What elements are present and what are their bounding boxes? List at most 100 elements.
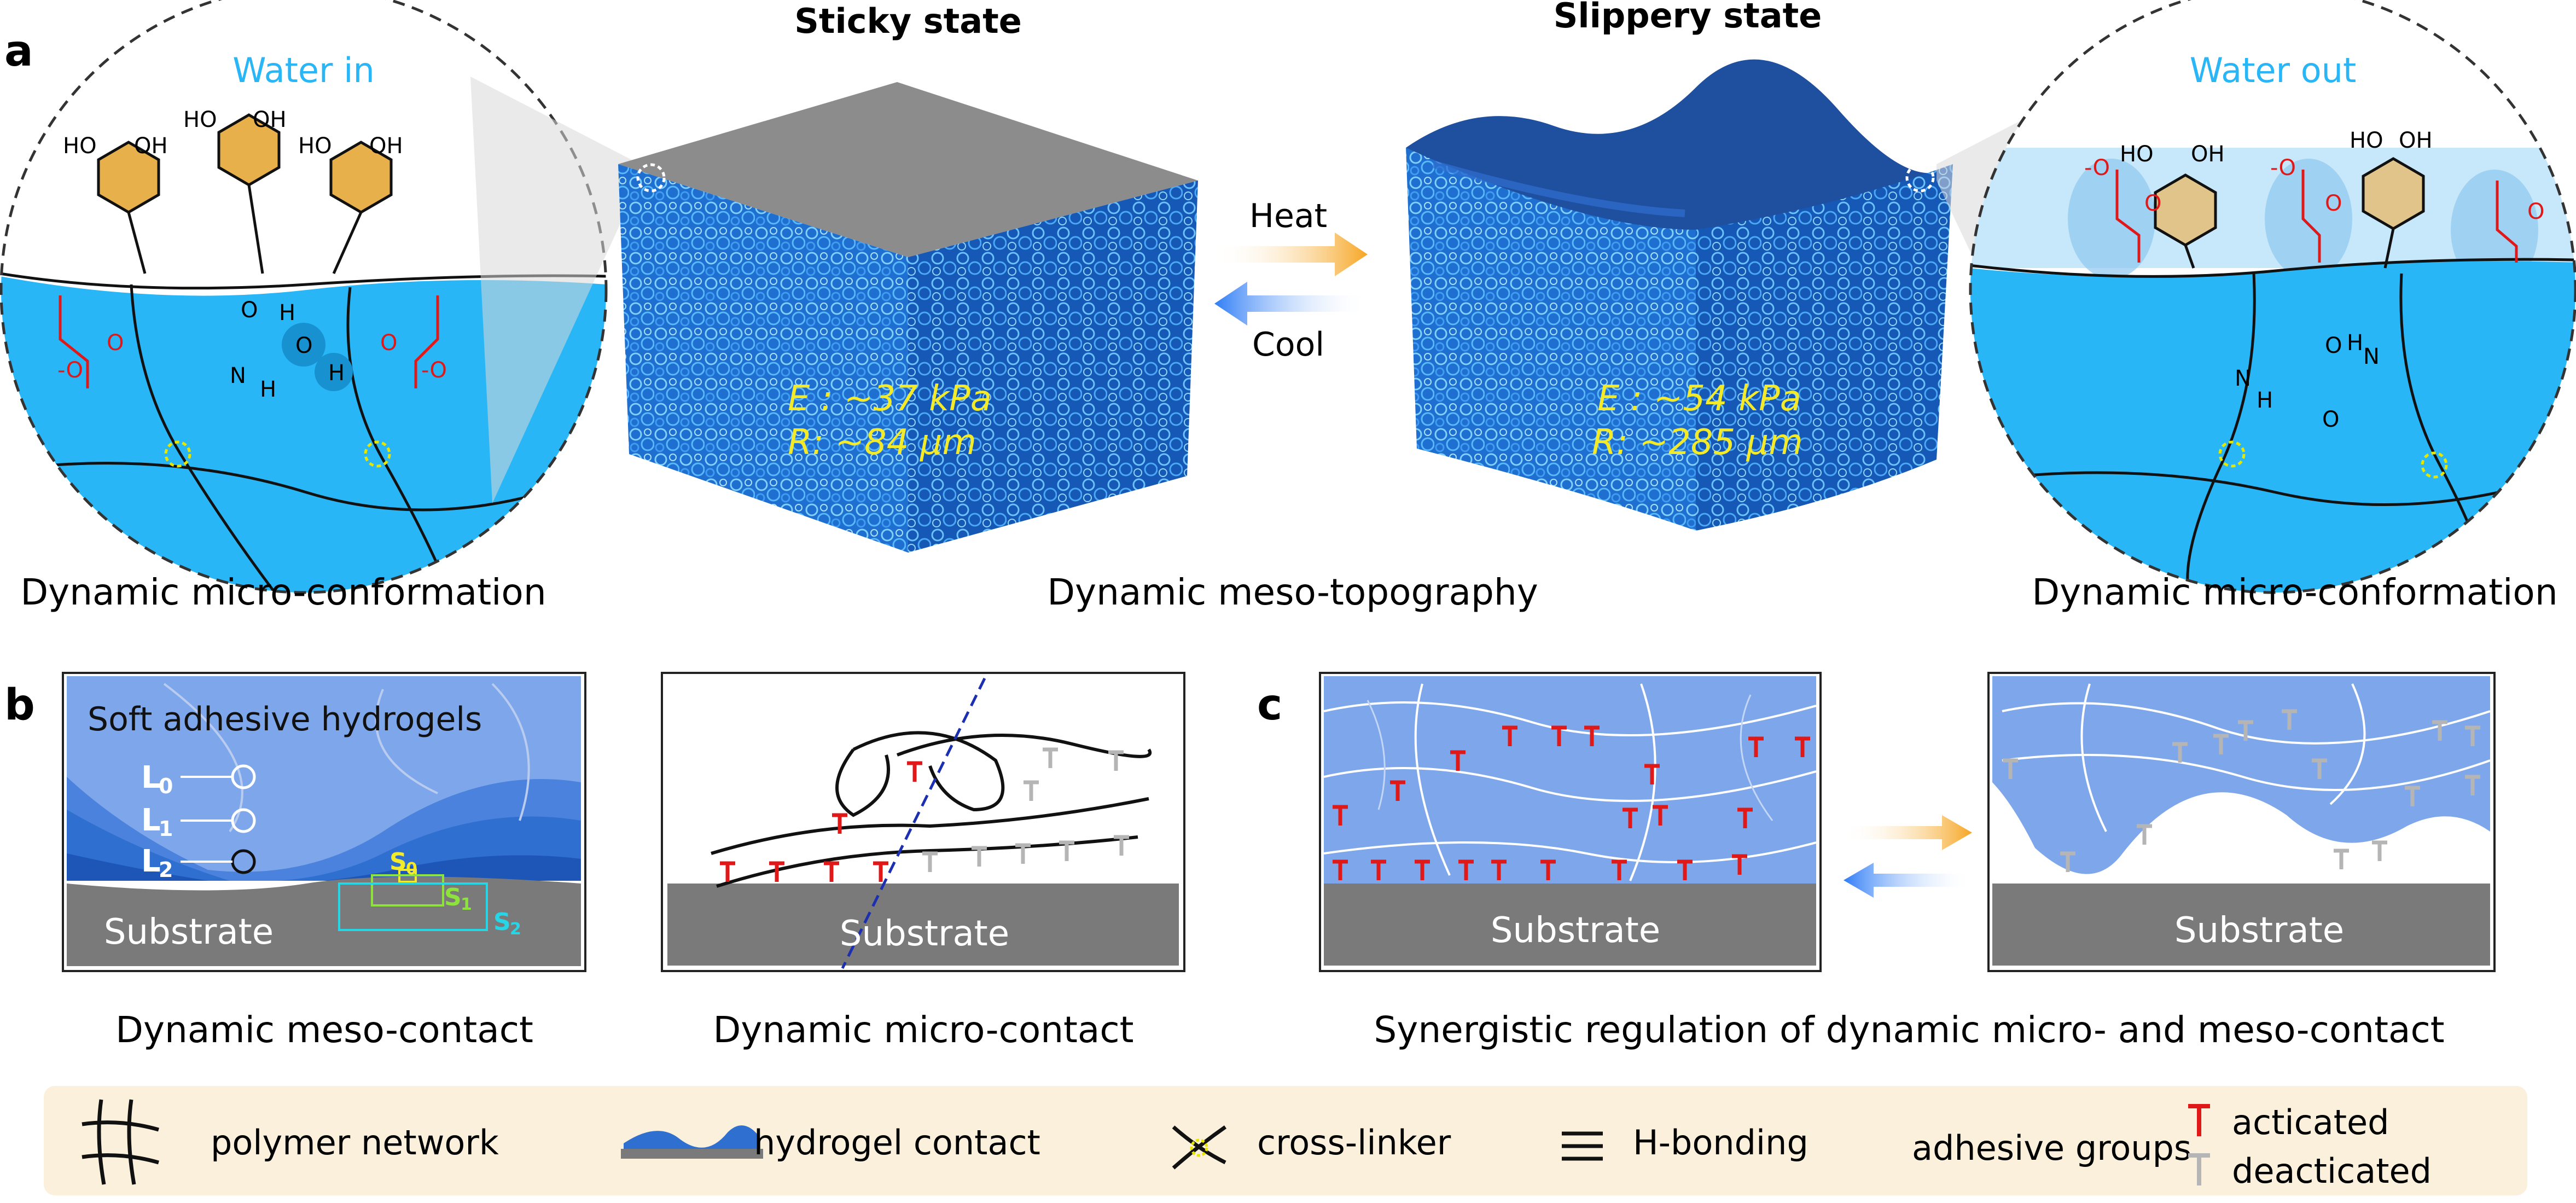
adhesive-group-deactivated: [2238, 720, 2253, 741]
adhesive-group-deactivated: [2137, 824, 2152, 845]
adhesive-group-deactivated: [2405, 786, 2420, 806]
chem-label-o: O: [2325, 191, 2342, 216]
adhesive-group-deactivated: [2465, 725, 2480, 746]
adhesive-group-deactivated: [2312, 758, 2327, 779]
chem-label-n: N: [230, 363, 246, 388]
legend-adhesive-groups: adhesive groups: [1912, 1128, 2191, 1168]
water-out-label: Water out: [2190, 50, 2357, 90]
caption-micro-contact: Dynamic micro-contact: [713, 1009, 1133, 1051]
slippery-radius: R: ~285 μm: [1592, 422, 1803, 463]
adhesive-group-activated: [873, 861, 888, 882]
polymer-network-icon: [82, 1099, 159, 1185]
adhesive-group-activated: [1371, 859, 1386, 880]
panel-label-c: c: [1257, 681, 1282, 730]
substrate-label-b1: Substrate: [104, 912, 274, 952]
adhesive-group-deactivated: [2282, 709, 2297, 730]
synergistic-slippery-panel: Substrate: [1987, 672, 2496, 972]
adhesive-group-deactivated: [2432, 720, 2447, 741]
adhesive-group-activated: [769, 861, 784, 882]
panel-label-b: b: [4, 681, 35, 730]
slippery-deactivated-groups: [2003, 709, 2480, 872]
cool-arrow-c: [1844, 863, 1972, 898]
chem-label-o: O: [2144, 191, 2161, 216]
slippery-state-cube: [1406, 59, 1953, 531]
caption-synergistic-regulation: Synergistic regulation of dynamic micro-…: [1374, 1009, 2444, 1051]
adhesive-group-deactivated: [2465, 775, 2480, 795]
water-region: [1, 276, 606, 592]
cross-linker-icon: [1172, 1125, 1227, 1170]
adhesive-group-deactivated: [1024, 780, 1039, 801]
heat-arrow: [1214, 233, 1368, 276]
substrate-label-c1: Substrate: [1491, 910, 1660, 951]
water-in-label: Water in: [232, 50, 375, 90]
chem-label-h: H: [328, 361, 345, 386]
caption-left-micro-conformation: Dynamic micro-conformation: [20, 571, 546, 613]
adhesive-group-deactivated: [2172, 742, 2188, 763]
chem-label-o: O: [2325, 333, 2342, 358]
h-bonding-icon: [1562, 1131, 1603, 1161]
substrate-label-b2: Substrate: [840, 914, 1009, 954]
legend-hydrogel-contact: hydrogel contact: [754, 1123, 1040, 1163]
adhesive-group-deactivated: [2060, 851, 2075, 872]
chem-label-oh: OH: [134, 133, 168, 159]
chem-label-oh: OH: [2399, 128, 2433, 153]
chem-label-oh: OH: [253, 107, 287, 132]
adhesive-group-activated: [1623, 807, 1638, 828]
level-label-1: L: [141, 803, 161, 838]
adhesive-group-activated: [1732, 854, 1747, 875]
level-label-2: L: [141, 844, 161, 879]
adhesive-group-activated: [1491, 859, 1507, 880]
chem-label-ho: HO: [2350, 128, 2383, 153]
level-label-0: L: [141, 760, 161, 795]
heat-arrow-c: [1844, 815, 1972, 850]
heat-cool-switch: Heat Cool: [1214, 197, 1368, 364]
adhesive-group-deactivated: [2372, 840, 2387, 861]
adhesive-group-activated: [1677, 859, 1693, 880]
s-label-1: S: [444, 884, 462, 911]
heat-label: Heat: [1249, 197, 1327, 235]
sticky-radius: R: ~84 μm: [788, 422, 976, 463]
adhesive-group-activated: [1644, 764, 1660, 784]
adhesive-group-activated: [1584, 725, 1600, 746]
adhesive-group-deactivated: [1114, 835, 1129, 856]
chem-label-h: H: [260, 377, 276, 402]
legend-bar: polymer network hydrogel contact cross-l…: [44, 1086, 2527, 1195]
adhesive-group-deactivated: [2003, 758, 2018, 779]
sticky-state-cube: [618, 82, 1198, 553]
chem-label-oh: OH: [369, 133, 403, 159]
chem-label-o: O: [295, 333, 312, 358]
zoom-cone-left: [470, 77, 640, 503]
chem-label-o: O: [2527, 199, 2544, 224]
deactivated-group-icon: [2188, 1153, 2210, 1185]
adhesive-group-activated: [720, 861, 735, 882]
chem-label-o: O: [2322, 407, 2339, 432]
cool-label: Cool: [1252, 326, 1324, 364]
chem-label-o: O: [380, 330, 397, 356]
chem-label-h: H: [2347, 330, 2363, 356]
chem-label-n: N: [2235, 366, 2251, 391]
adhesive-group-activated: [832, 813, 847, 834]
level-sub-2: 2: [159, 858, 173, 882]
chem-label-o-minus: -O: [421, 358, 447, 383]
micro-contact-panel: Substrate: [661, 672, 1185, 972]
chem-label-o-minus: -O: [57, 358, 83, 383]
chem-label-n: N: [2363, 344, 2380, 369]
slippery-state-title: Slippery state: [1554, 0, 1822, 36]
adhesive-group-activated: [1795, 736, 1810, 757]
s-sub-1: 1: [461, 895, 472, 914]
sticky-modulus: E : ~37 kPa: [788, 379, 992, 419]
legend-polymer-network: polymer network: [211, 1123, 499, 1163]
level-sub-0: 0: [159, 774, 173, 798]
level-sub-1: 1: [159, 817, 173, 841]
legend-activated: acticated: [2232, 1102, 2389, 1142]
hydrogel-contact-icon: [621, 1125, 763, 1159]
adhesive-group-deactivated: [1059, 840, 1074, 861]
adhesive-group-activated: [1540, 859, 1556, 880]
meso-contact-panel: Soft adhesive hydrogels L 0 L 1 L 2 S 0 …: [62, 672, 586, 972]
s-label-2: S: [493, 908, 511, 936]
caption-right-micro-conformation: Dynamic micro-conformation: [2032, 571, 2557, 613]
adhesive-group-activated: [1333, 859, 1348, 880]
adhesive-group-activated: [1502, 725, 1517, 746]
s-sub-0: 0: [406, 859, 417, 879]
caption-meso-contact: Dynamic meso-contact: [115, 1009, 533, 1051]
